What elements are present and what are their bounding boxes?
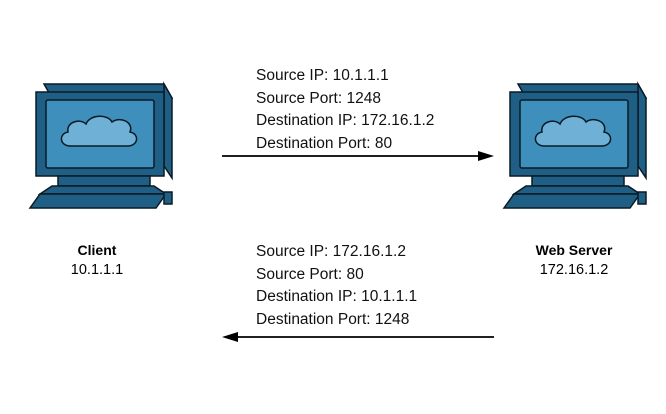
request-destination-port: Destination Port: 80 — [256, 134, 393, 152]
response-destination-port: Destination Port: 1248 — [256, 310, 410, 328]
request-arrow — [222, 151, 494, 161]
server-label: Web Server 172.16.1.2 — [484, 240, 664, 281]
response-source-port: Source Port: 80 — [256, 265, 364, 283]
response-packet-info: Source IP: 172.16.1.2 Source Port: 80 De… — [256, 241, 417, 331]
response-arrow — [222, 332, 494, 342]
server-ip: 172.16.1.2 — [539, 262, 609, 278]
request-source-ip: Source IP: 10.1.1.1 — [256, 67, 389, 84]
request-destination-ip: Destination IP: 172.16.1.2 — [256, 112, 435, 129]
response-source-ip: Source IP: 172.16.1.2 — [256, 243, 406, 260]
client-label: Client 10.1.1.1 — [7, 240, 187, 281]
response-destination-ip: Destination IP: 10.1.1.1 — [256, 288, 418, 305]
request-packet-info: Source IP: 10.1.1.1 Source Port: 1248 De… — [256, 65, 434, 155]
client-name: Client — [77, 242, 117, 258]
request-source-port: Source Port: 1248 — [256, 89, 381, 107]
server-name: Web Server — [535, 242, 613, 258]
client-ip: 10.1.1.1 — [70, 262, 124, 278]
server-computer-icon — [503, 83, 647, 209]
client-computer-icon — [29, 83, 173, 209]
